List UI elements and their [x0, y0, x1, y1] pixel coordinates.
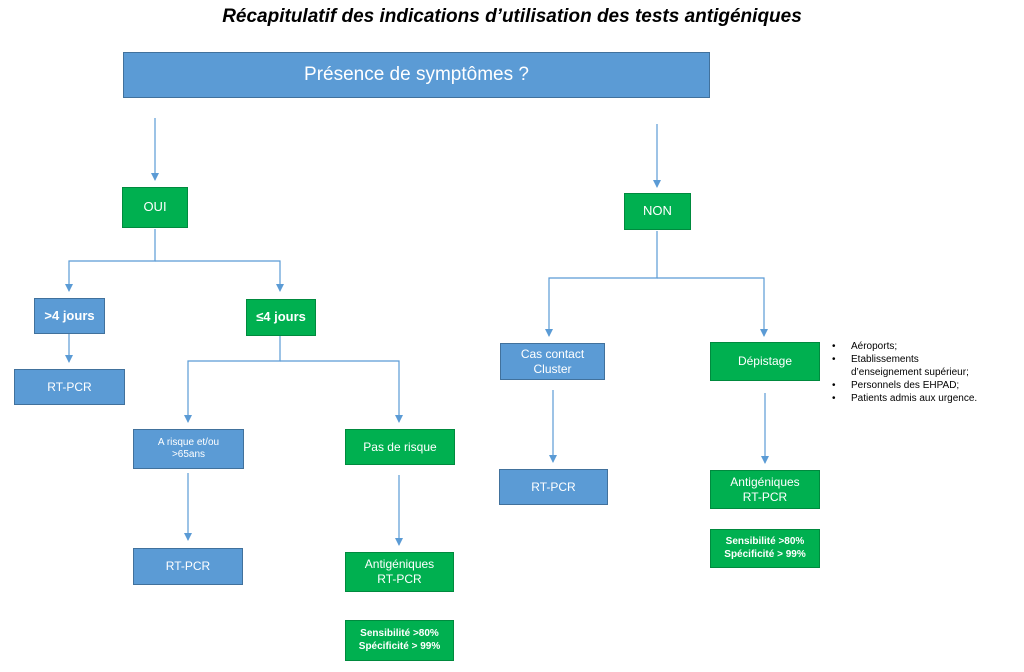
stats-box-depistage: Sensibilité >80% Spécificité > 99%: [710, 529, 820, 568]
antigen-box-depistage: Antigéniques RT-PCR: [710, 470, 820, 509]
symptoms-question-label: Présence de symptômes ?: [304, 64, 529, 86]
rtpcr-box-contact: RT-PCR: [499, 469, 608, 505]
depistage-list-item: d’enseignement supérieur;: [851, 367, 969, 378]
at-risk-box: A risque et/ou >65ans: [133, 429, 244, 469]
under-4-days-label: ≤4 jours: [256, 309, 306, 325]
sensitivity-label-norisk: Sensibilité >80%: [360, 628, 439, 639]
over-4-days-box: >4 jours: [34, 298, 105, 334]
antigen-label-norisk-line1: Antigéniques: [364, 557, 435, 571]
depistage-list-item: Etablissements: [829, 353, 977, 366]
stats-box-norisk: Sensibilité >80% Spécificité > 99%: [345, 620, 454, 661]
no-risk-label: Pas de risque: [363, 439, 437, 454]
depistage-label: Dépistage: [737, 354, 793, 368]
line-oui-split-right: [155, 260, 284, 292]
depistage-list-item: Patients admis aux urgence.: [829, 392, 977, 405]
depistage-list-item: Personnels des EHPAD;: [829, 379, 977, 392]
rtpcr-label-risk: RT-PCR: [165, 559, 211, 573]
rtpcr-box-over4: RT-PCR: [14, 369, 125, 405]
symptoms-question-box: Présence de symptômes ?: [123, 52, 710, 98]
antigen-label-norisk-line2: RT-PCR: [377, 572, 422, 586]
rtpcr-label-over4: RT-PCR: [47, 379, 92, 394]
oui-box: OUI: [122, 187, 188, 228]
rtpcr-box-risk: RT-PCR: [133, 548, 243, 585]
specificity-label-depistage: Spécificité > 99%: [724, 548, 806, 560]
contact-cluster-box: Cas contact Cluster: [500, 343, 605, 380]
oui-label: OUI: [143, 199, 167, 215]
line-under4-split-right: [280, 360, 403, 423]
non-label: NON: [643, 203, 672, 219]
at-risk-label-line2: >65ans: [171, 449, 206, 460]
non-box: NON: [624, 193, 691, 230]
diagram-title: Récapitulatif des indications d’utilisat…: [222, 6, 802, 27]
antigen-box-norisk: Antigéniques RT-PCR: [345, 552, 454, 592]
sensitivity-label-depistage: Sensibilité >80%: [725, 536, 805, 547]
antigen-label-depistage-line1: Antigéniques: [730, 474, 800, 489]
line-oui-split: [65, 229, 156, 292]
at-risk-label-line1: A risque et/ou: [157, 436, 220, 448]
line-under4-split: [184, 336, 281, 423]
antigen-label-depistage-line2: RT-PCR: [742, 489, 788, 504]
depistage-list-item: Aéroports;: [829, 340, 977, 353]
contact-label-line2: Cluster: [533, 361, 572, 376]
rtpcr-label-contact: RT-PCR: [531, 479, 576, 494]
under-4-days-box: ≤4 jours: [246, 299, 316, 336]
line-non-split: [545, 231, 658, 337]
specificity-label-norisk: Spécificité > 99%: [358, 640, 441, 652]
line-non-split-right: [657, 277, 768, 337]
contact-label-line1: Cas contact: [520, 346, 585, 361]
over-4-days-label: >4 jours: [44, 307, 95, 323]
no-risk-box: Pas de risque: [345, 429, 455, 465]
depistage-box: Dépistage: [710, 342, 820, 381]
depistage-list: Aéroports; Etablissements d’enseignement…: [829, 340, 977, 405]
